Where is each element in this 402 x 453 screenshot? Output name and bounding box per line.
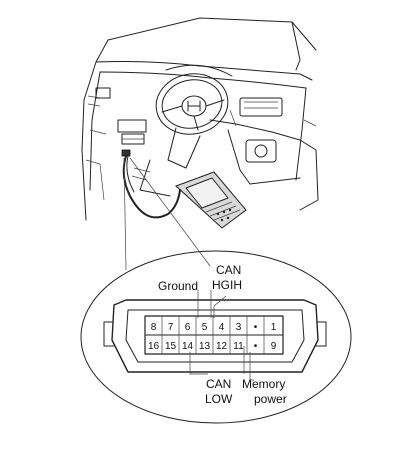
label-ground: Ground: [158, 279, 198, 293]
pin-label-9: 9: [271, 341, 277, 352]
pin-label-13: 13: [199, 341, 211, 352]
zoom-leader-lines: [123, 157, 211, 271]
vehicle-interior-illustration: [81, 17, 319, 221]
label-can-high-line1: CAN: [216, 263, 241, 277]
pin-label-2-dot: •: [254, 322, 258, 333]
diagnostic-cable: [122, 155, 181, 219]
label-can-high-line2: HGIH: [212, 278, 242, 292]
pin-label-15: 15: [165, 341, 177, 352]
pin-label-12: 12: [216, 341, 228, 352]
label-memory-power-line1: Memory: [242, 377, 285, 391]
pin-callout-lines: [189, 290, 254, 381]
pin-label-10-dot: •: [254, 341, 258, 352]
label-can-low-line2: LOW: [205, 392, 233, 406]
label-memory-power-line2: power: [254, 392, 287, 406]
pin-label-4: 4: [219, 322, 225, 333]
pin-label-3: 3: [236, 322, 242, 333]
pin-label-11: 11: [233, 341, 244, 352]
callout-oval: [80, 250, 352, 424]
pin-label-1: 1: [271, 322, 277, 333]
pin-label-8: 8: [151, 322, 157, 333]
pin-label-6: 6: [185, 322, 191, 333]
scan-tool-device: [175, 171, 247, 229]
obd-connector: 8 7 6 5 4 3 • 1 16 15 14 13 12 11 • 9: [103, 299, 327, 373]
pin-label-5: 5: [202, 322, 208, 333]
pin-label-7: 7: [168, 322, 174, 333]
label-can-low-line1: CAN: [206, 377, 231, 391]
pin-label-16: 16: [148, 341, 160, 352]
pin-label-14: 14: [182, 341, 194, 352]
